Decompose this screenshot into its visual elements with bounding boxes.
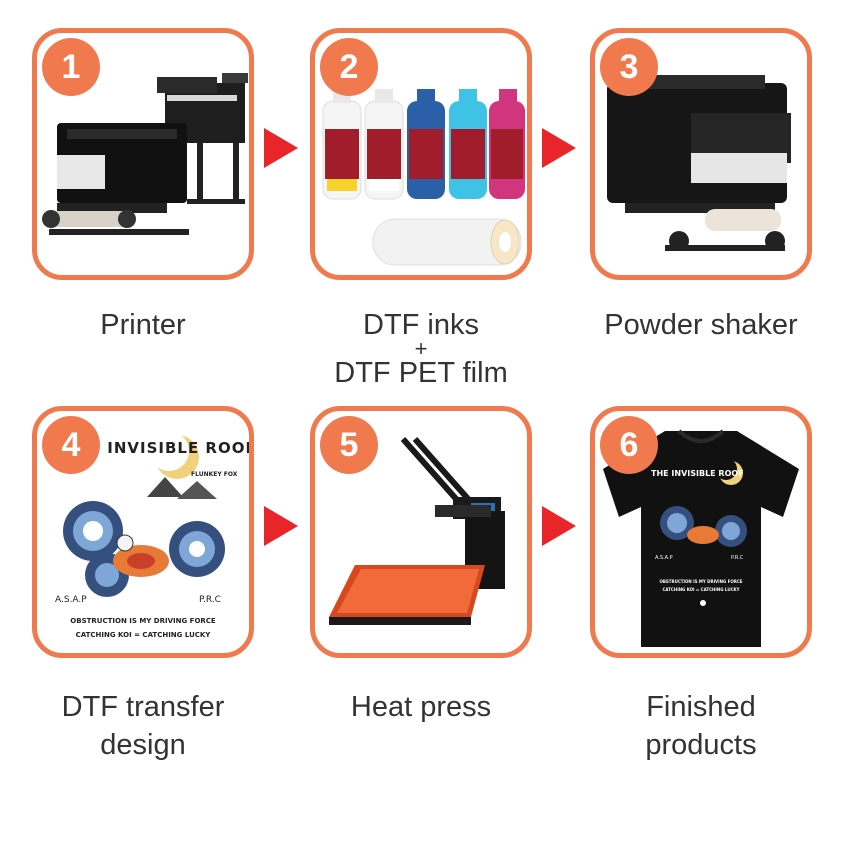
shirt-slogan-2: CATCHING KOI = CATCHING LUCKY — [662, 587, 740, 592]
flow-arrow-icon — [542, 128, 576, 168]
step-3-card: 3 — [590, 28, 812, 280]
step-5-card: 5 — [310, 406, 532, 658]
flow-arrow-icon — [542, 506, 576, 546]
shirt-slogan-1: OBSTRUCTION IS MY DRIVING FORCE — [659, 579, 743, 584]
step-6-card: THE INVISIBLE ROOF A.S.A.P P.R.C OBSTRUC… — [590, 406, 812, 658]
shirt-title: THE INVISIBLE ROOF — [651, 469, 744, 478]
step-1-badge: 1 — [42, 38, 100, 96]
design-slogan-2: CATCHING KOI = CATCHING LUCKY — [75, 631, 211, 639]
step-6-label-line-1: Finished — [646, 691, 756, 723]
step-1-caption: Printer — [32, 306, 254, 344]
design-slogan-1: OBSTRUCTION IS MY DRIVING FORCE — [70, 617, 216, 625]
step-3-label: Powder shaker — [604, 309, 798, 341]
step-5-caption: Heat press — [300, 688, 542, 726]
design-left-tag: A.S.A.P — [55, 595, 87, 605]
step-4-card: THE INVISIBLE ROOF FLUNKEY FOX A.S.A.P P… — [32, 406, 254, 658]
koi-wave-design-icon — [63, 431, 225, 597]
step-5-label: Heat press — [350, 691, 492, 723]
step-1-card: 1 — [32, 28, 254, 280]
step-6-label-line-2: products — [645, 729, 757, 761]
design-right-tag: P.R.C — [199, 595, 221, 605]
design-brand: FLUNKEY FOX — [191, 471, 238, 478]
flow-arrow-icon — [264, 128, 298, 168]
step-6-badge: 6 — [600, 416, 658, 474]
design-title: THE INVISIBLE ROOF — [65, 439, 254, 457]
step-2-badge: 2 — [320, 38, 378, 96]
step-4-label-line-1: DTF transfer — [61, 691, 225, 723]
step-2-caption: DTF inks + DTF PET film — [300, 306, 542, 392]
step-2-label-line-1: DTF inks — [363, 309, 479, 341]
step-4-label-line-2: design — [100, 729, 186, 761]
step-2-card: 2 — [310, 28, 532, 280]
powder-shaker-icon — [607, 75, 791, 251]
shirt-left-tag: A.S.A.P — [655, 555, 673, 561]
flow-arrow-icon — [264, 506, 298, 546]
step-4-caption: DTF transfer design — [22, 688, 264, 764]
ink-bottles-icon — [322, 89, 525, 200]
step-4-badge: 4 — [42, 416, 100, 474]
step-2-plus: + — [414, 336, 428, 361]
step-2-label-line-2: DTF PET film — [334, 357, 508, 389]
step-5-badge: 5 — [320, 416, 378, 474]
step-1-label: Printer — [100, 309, 186, 341]
shirt-right-tag: P.R.C — [731, 555, 744, 561]
step-6-caption: Finished products — [580, 688, 822, 764]
black-tshirt-icon — [603, 429, 799, 647]
pet-film-roll-icon — [372, 218, 522, 266]
step-3-badge: 3 — [600, 38, 658, 96]
dtf-printer-icon — [42, 73, 248, 235]
heat-press-icon — [329, 437, 505, 625]
step-3-caption: Powder shaker — [580, 306, 822, 344]
